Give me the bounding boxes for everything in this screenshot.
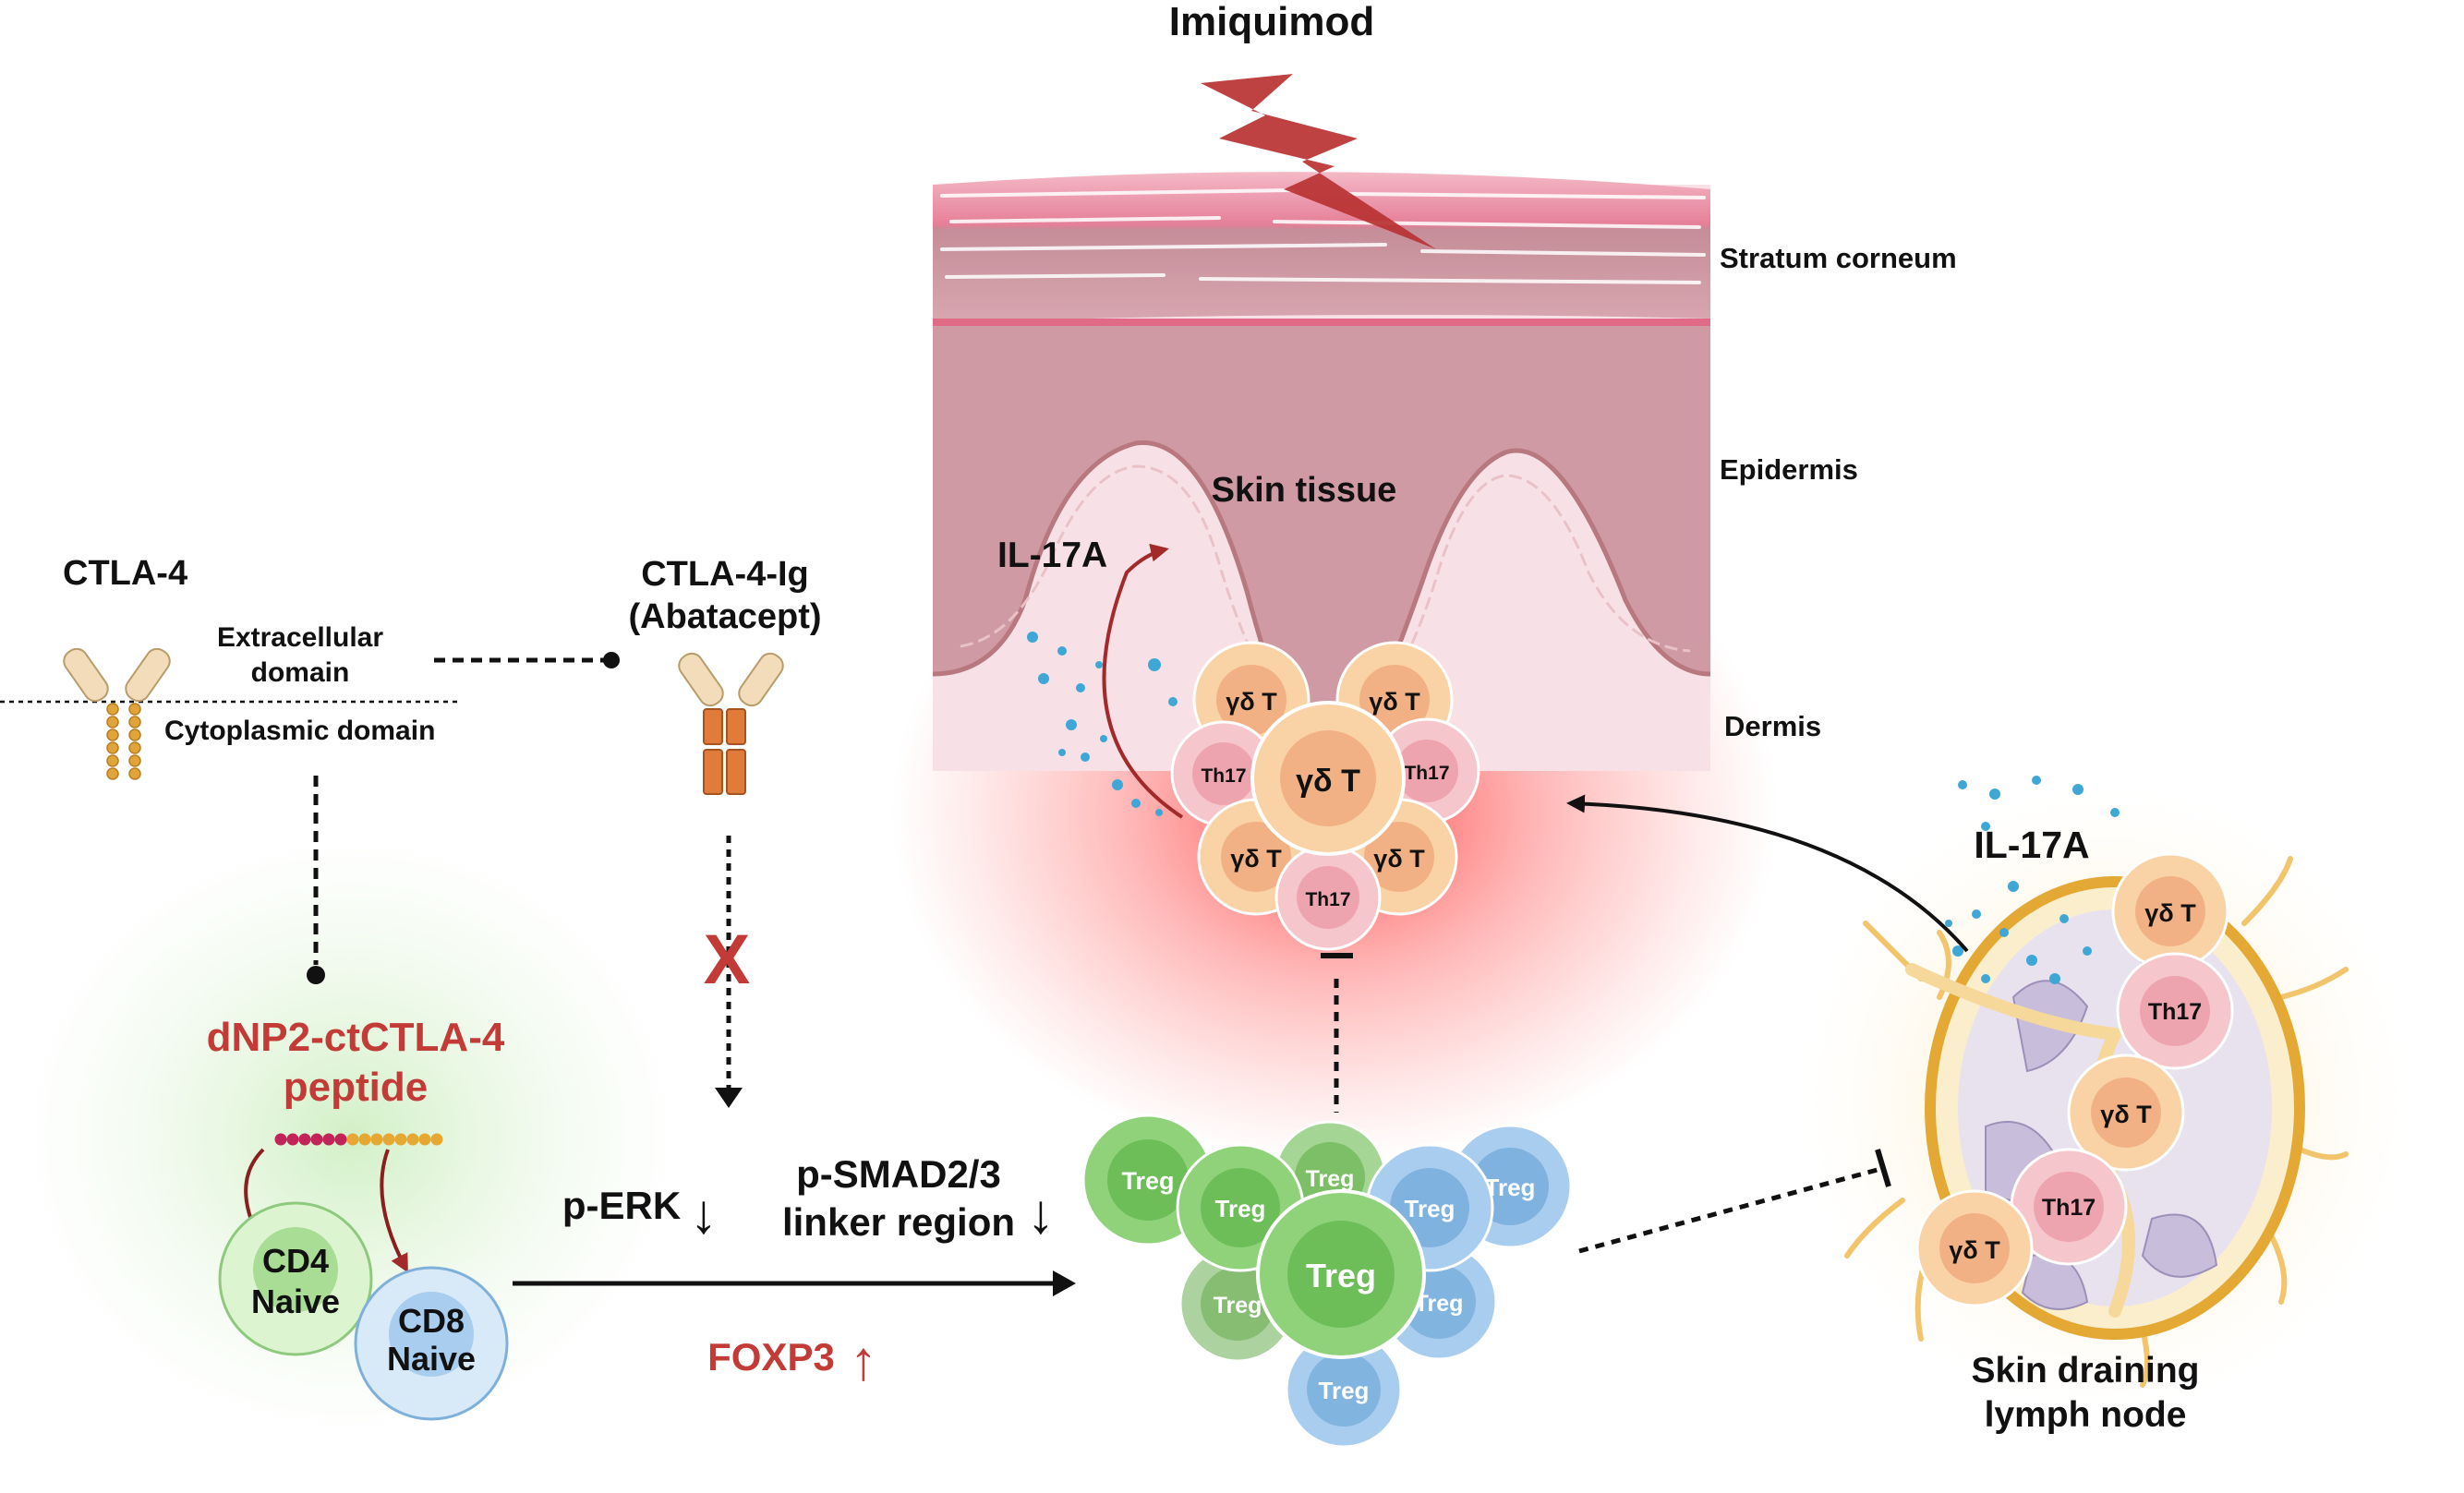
svg-text:Th17: Th17 xyxy=(1305,889,1350,910)
gdt-cell-center: γδ T xyxy=(1250,701,1406,856)
cd8-naive-cell: CD8 Naive xyxy=(354,1266,509,1421)
extracellular-domain-label-2: domain xyxy=(251,657,350,688)
treg-to-lymph-node-inhibition xyxy=(1578,1165,1885,1254)
perk-label: p-ERK xyxy=(562,1184,681,1227)
treg-cell: Treg xyxy=(1176,1143,1305,1272)
psmad-label-2: linker region xyxy=(782,1200,1015,1244)
blocked-mark: X xyxy=(704,921,751,999)
ig-signal-arrowhead xyxy=(715,1088,743,1108)
link-dot xyxy=(307,966,325,984)
svg-text:Th17: Th17 xyxy=(2042,1195,2096,1221)
svg-text:γδ T: γδ T xyxy=(1230,845,1282,873)
ctla4-ig-label: CTLA-4-Ig xyxy=(641,555,809,594)
svg-text:Treg: Treg xyxy=(1405,1195,1455,1222)
svg-text:γδ T: γδ T xyxy=(1373,845,1425,873)
lymph-node-label-1: Skin draining xyxy=(1971,1351,2199,1391)
il17a-skin-label: IL-17A xyxy=(997,536,1107,575)
svg-text:γδ T: γδ T xyxy=(2144,899,2196,927)
svg-text:γδ T: γδ T xyxy=(2100,1101,2152,1128)
il17a-release-arrow xyxy=(1102,543,1184,819)
lymph-node-cells: γδ T Th17 γδ T Th17 γδ T xyxy=(1915,852,2234,1307)
svg-text:Treg: Treg xyxy=(1306,1166,1355,1192)
svg-text:γδ T: γδ T xyxy=(1949,1236,2000,1264)
abatacept-label: (Abatacept) xyxy=(628,597,821,636)
psmad-down-arrow: ↓ xyxy=(1027,1183,1055,1245)
layer-stratum-corneum: Stratum corneum xyxy=(1720,242,1957,274)
svg-text:Treg: Treg xyxy=(1485,1174,1536,1201)
cytoplasmic-domain-label: Cytoplasmic domain xyxy=(164,716,435,746)
peptide-chain-icon xyxy=(274,1133,443,1146)
svg-text:CD4: CD4 xyxy=(262,1242,329,1280)
skin-tissue-panel xyxy=(932,172,1711,771)
inflammatory-cluster: γδ T γδ T Th17 Th17 γδ T γδ T Th17 γδ T xyxy=(1170,641,1480,951)
peptide-to-cd8-arrow xyxy=(380,1149,408,1273)
extracellular-domain-label-1: Extracellular xyxy=(217,622,383,653)
differentiation-arrowhead xyxy=(1053,1270,1076,1296)
treg-cell-center: Treg xyxy=(1256,1189,1426,1359)
perk-down-arrow: ↓ xyxy=(690,1183,718,1245)
il17a-dots-lymph-node xyxy=(1945,776,2120,984)
skin-tissue-label: Skin tissue xyxy=(1212,471,1397,510)
svg-text:Th17: Th17 xyxy=(1404,763,1449,784)
th17-cell: Th17 xyxy=(1274,844,1382,951)
layer-dermis: Dermis xyxy=(1724,710,1821,742)
svg-text:Treg: Treg xyxy=(1306,1257,1376,1294)
th17-cell: Th17 xyxy=(2010,1148,2128,1266)
svg-text:Naive: Naive xyxy=(387,1340,476,1378)
lymph-node-to-skin-arrow xyxy=(1566,794,1969,953)
svg-text:CD8: CD8 xyxy=(398,1302,465,1340)
foxp3-label: FOXP3 xyxy=(707,1335,835,1379)
svg-text:γδ T: γδ T xyxy=(1369,688,1420,716)
psmad-label-1: p-SMAD2/3 xyxy=(796,1152,1001,1196)
svg-text:γδ T: γδ T xyxy=(1296,764,1360,799)
lymph-node-label-2: lymph node xyxy=(1985,1395,2187,1435)
svg-text:Th17: Th17 xyxy=(1201,765,1246,787)
inhibition-bar xyxy=(1875,1149,1891,1187)
ctla4-title: CTLA-4 xyxy=(63,554,187,593)
cd4-naive-cell: CD4 Naive xyxy=(218,1201,373,1356)
gdt-cell: γδ T xyxy=(1915,1189,2034,1307)
layer-epidermis: Epidermis xyxy=(1720,453,1858,486)
ctla4-receptor-icon xyxy=(63,647,171,780)
svg-text:Treg: Treg xyxy=(1215,1195,1266,1222)
lightning-bolt-icon xyxy=(1201,74,1436,249)
gdt-cell: γδ T xyxy=(2067,1054,2185,1172)
svg-text:Treg: Treg xyxy=(1214,1293,1262,1318)
treg-cell: Treg xyxy=(1285,1330,1403,1449)
diagram-title: Imiquimod xyxy=(1169,0,1374,44)
svg-text:Treg: Treg xyxy=(1121,1167,1174,1195)
il17a-dots-skin xyxy=(1027,632,1178,816)
svg-text:Treg: Treg xyxy=(1319,1377,1370,1404)
peptide-label-2: peptide xyxy=(284,1065,428,1110)
ctla4-ig-molecule-icon xyxy=(678,652,784,795)
peptide-label-1: dNP2-ctCTLA-4 xyxy=(207,1015,505,1060)
svg-text:γδ T: γδ T xyxy=(1226,688,1277,716)
link-dot xyxy=(603,652,620,668)
foxp3-up-arrow: ↑ xyxy=(850,1330,877,1391)
gdt-cell: γδ T xyxy=(2111,852,2229,970)
svg-text:Naive: Naive xyxy=(251,1282,340,1320)
svg-text:Th17: Th17 xyxy=(2148,999,2202,1025)
treg-cluster: Treg Treg Treg Treg Treg Treg Treg Treg … xyxy=(1081,1114,1573,1449)
il17a-lymph-node-label: IL-17A xyxy=(1974,824,2089,866)
th17-cell: Th17 xyxy=(2116,952,2234,1070)
